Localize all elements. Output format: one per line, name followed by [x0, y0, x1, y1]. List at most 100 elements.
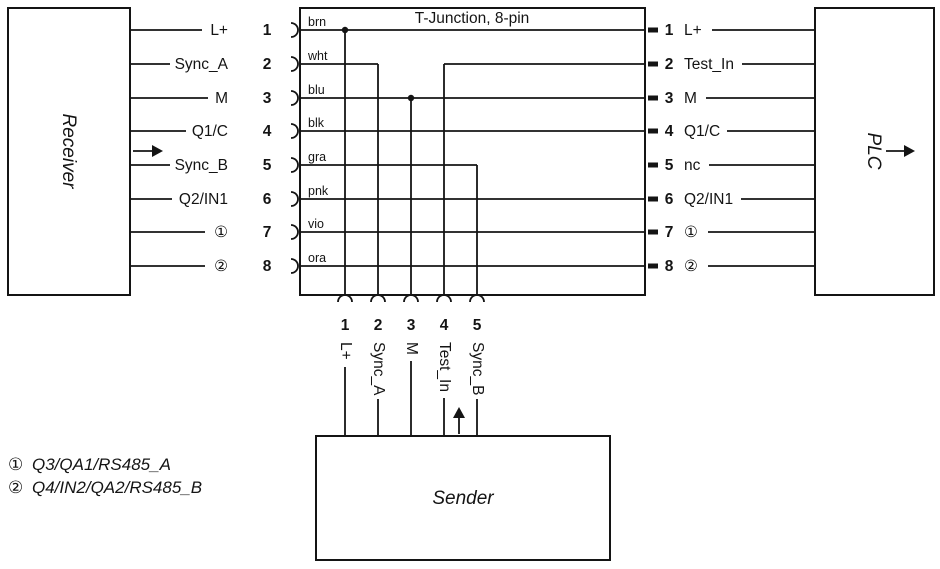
socket-arc-icon — [290, 90, 299, 106]
right-pin-row-4: 4 Q1/C — [648, 123, 815, 140]
left-pin-row-1: L+ 1 brn — [130, 15, 326, 39]
pin-signal-label: M — [403, 342, 420, 355]
right-pin-row-3: 3 M — [648, 90, 815, 107]
pin-number: 3 — [407, 317, 416, 334]
plc-box — [814, 7, 935, 296]
pin-signal-label: Test_In — [436, 342, 453, 392]
pin-number: 5 — [665, 157, 674, 174]
pin-signal-label: Q1/C — [684, 123, 720, 140]
bottom-pin-column-3: 3 M — [403, 294, 420, 436]
right-pin-row-5: 5 nc — [648, 157, 815, 174]
pin-number: 7 — [263, 224, 272, 241]
socket-arc-icon — [370, 294, 386, 303]
socket-arc-icon — [290, 56, 299, 72]
sender-box — [315, 435, 611, 561]
pin-signal-label: ② — [214, 258, 228, 275]
pin-number: 1 — [665, 22, 674, 39]
pin-signal-label: ① — [214, 224, 228, 241]
plc-label: PLC — [863, 133, 884, 170]
socket-arc-icon — [469, 294, 485, 303]
tjunction-title: T-Junction, 8-pin — [415, 10, 530, 27]
wire-color-label: blu — [308, 83, 325, 97]
socket-arc-icon — [290, 224, 299, 240]
bottom-pin-columns: 1 L+ 2 Sync_A 3 M 4 Test_In 5 Sync_B — [337, 294, 486, 436]
receiver-box — [7, 7, 131, 296]
wire-color-label: gra — [308, 150, 326, 164]
pin-signal-label: Sync_B — [175, 157, 228, 174]
wire-color-label: blk — [308, 116, 325, 130]
right-pin-row-6: 6 Q2/IN1 — [648, 191, 815, 208]
legend-text-2: Q4/IN2/QA2/RS485_B — [32, 478, 202, 497]
right-pin-rows: 1 L+ 2 Test_In 3 M 4 Q1/C 5 nc — [648, 22, 815, 275]
pin-signal-label: Q2/IN1 — [179, 191, 228, 208]
right-pin-row-2: 2 Test_In — [648, 56, 815, 73]
wire-color-label: pnk — [308, 184, 329, 198]
socket-arc-icon — [290, 123, 299, 139]
pin-signal-label: Test_In — [684, 56, 734, 73]
pin-number: 4 — [263, 123, 272, 140]
pin-number: 1 — [263, 22, 272, 39]
left-pin-rows: L+ 1 brn Sync_A 2 wht M 3 blu Q1/C 4 blk — [130, 15, 329, 275]
bottom-pin-column-4: 4 Test_In — [436, 294, 453, 436]
pin-signal-label: L+ — [684, 22, 702, 39]
pin-dash-icon — [648, 27, 658, 33]
socket-arc-icon — [290, 191, 299, 207]
tjunction-internal-wires — [299, 26, 645, 295]
arrow-head — [453, 407, 465, 418]
pin-dash-icon — [648, 162, 658, 168]
legend-symbol-2: ② — [8, 478, 23, 497]
pin-signal-label: ① — [684, 224, 698, 241]
socket-arc-icon — [290, 258, 299, 274]
arrow-head — [152, 145, 163, 157]
junction-dot — [341, 26, 349, 34]
receiver-label: Receiver — [58, 114, 79, 190]
pin-signal-label: M — [684, 90, 697, 107]
legend: ① Q3/QA1/RS485_A ② Q4/IN2/QA2/RS485_B — [8, 455, 202, 497]
pin-dash-icon — [648, 263, 658, 269]
pin-signal-label: Sync_A — [370, 342, 387, 396]
plc-direction-arrow-icon — [886, 145, 915, 157]
wire-color-label: brn — [308, 15, 326, 29]
pin-signal-label: L+ — [337, 342, 354, 360]
pin-number: 2 — [374, 317, 383, 334]
left-pin-row-5: Sync_B 5 gra — [130, 150, 326, 174]
socket-arc-icon — [403, 294, 419, 303]
wire-color-label: vio — [308, 217, 324, 231]
left-pin-row-7: ① 7 vio — [130, 217, 324, 241]
left-pin-row-6: Q2/IN1 6 pnk — [130, 184, 329, 208]
pin-dash-icon — [648, 196, 658, 202]
pin-number: 4 — [665, 123, 674, 140]
right-pin-row-8: 8 ② — [648, 258, 815, 275]
pin-signal-label: ② — [684, 258, 698, 275]
legend-text-1: Q3/QA1/RS485_A — [32, 455, 171, 474]
left-pin-row-8: ② 8 ora — [130, 251, 326, 275]
pin-number: 8 — [665, 258, 674, 275]
pin-dash-icon — [648, 95, 658, 101]
tjunction-box — [299, 7, 646, 296]
sender-direction-arrow-icon — [453, 407, 465, 434]
pin-number: 6 — [263, 191, 272, 208]
pin-number: 2 — [263, 56, 272, 73]
pin-signal-label: M — [215, 90, 228, 107]
socket-arc-icon — [436, 294, 452, 303]
socket-arc-icon — [290, 157, 299, 173]
pin-number: 1 — [341, 317, 350, 334]
pin-number: 3 — [665, 90, 674, 107]
pin-signal-label: L+ — [210, 22, 228, 39]
wire-color-label: wht — [307, 49, 328, 63]
bottom-pin-column-5: 5 Sync_B — [469, 294, 486, 436]
pin-dash-icon — [648, 229, 658, 235]
left-pin-row-4: Q1/C 4 blk — [130, 116, 325, 140]
right-pin-row-1: 1 L+ — [648, 22, 815, 39]
pin-signal-label: Sync_A — [175, 56, 229, 73]
receiver-direction-arrow-icon — [133, 145, 163, 157]
pin-dash-icon — [648, 128, 658, 134]
bottom-pin-column-2: 2 Sync_A — [370, 294, 387, 436]
bottom-pin-column-1: 1 L+ — [337, 294, 354, 436]
pin-number: 6 — [665, 191, 674, 208]
junction-dot — [407, 94, 415, 102]
left-pin-row-3: M 3 blu — [130, 83, 325, 107]
wire-color-label: ora — [308, 251, 326, 265]
